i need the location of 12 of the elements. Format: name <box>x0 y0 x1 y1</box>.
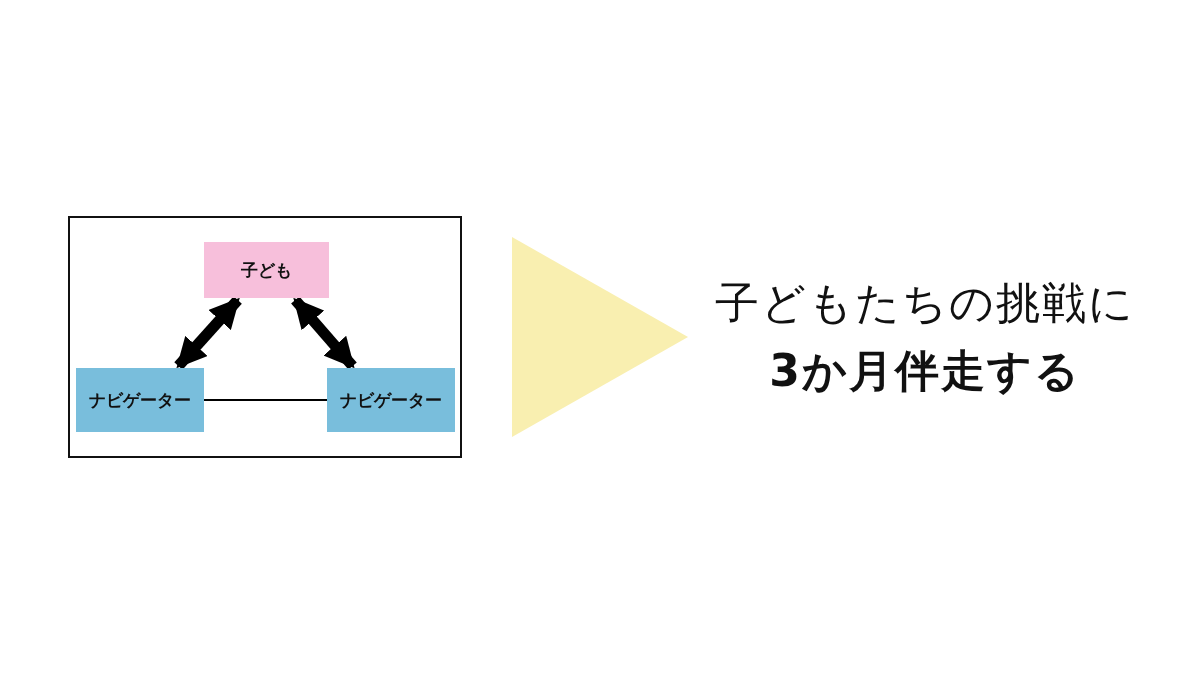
triangle-arrow <box>512 237 688 437</box>
connector-line <box>203 399 328 401</box>
role-label: ナビゲーター <box>340 388 442 412</box>
role-box <box>204 242 329 298</box>
role-label: 子ども <box>241 258 292 282</box>
role-label: ナビゲーター <box>89 388 191 412</box>
role-box <box>327 368 455 432</box>
frame-box <box>68 216 462 458</box>
heading-text: 子どもたちの挑戦に3か月伴走する <box>715 275 1135 398</box>
double-arrow <box>291 296 357 370</box>
role-box <box>76 368 204 432</box>
double-arrow <box>174 296 242 370</box>
